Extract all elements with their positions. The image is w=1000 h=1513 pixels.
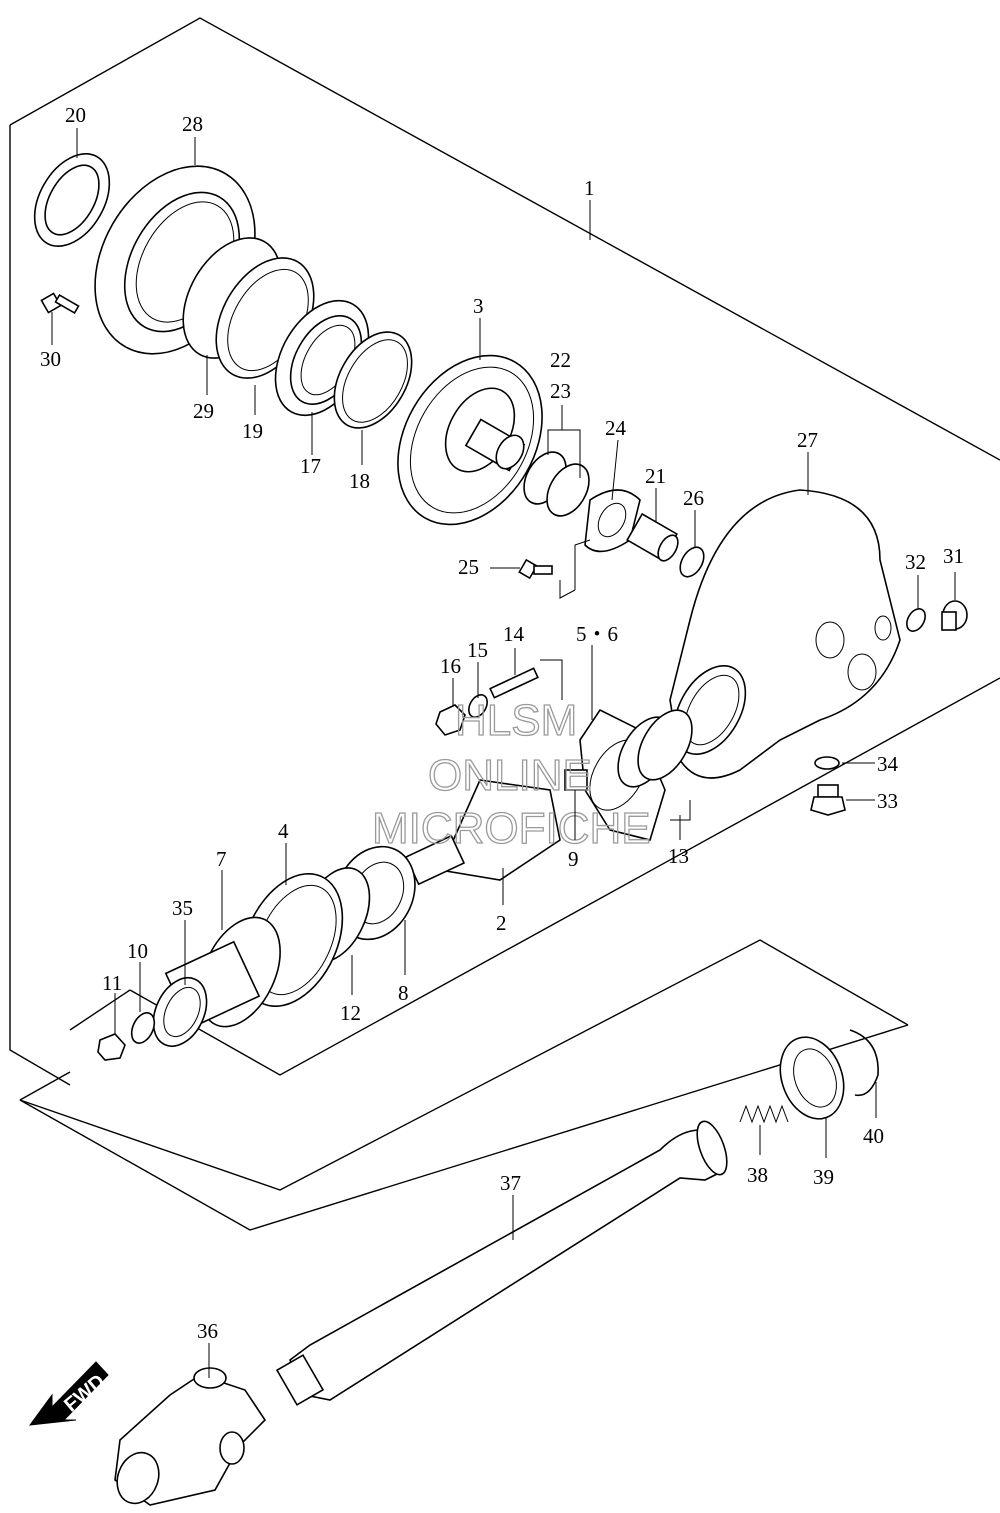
callout-18: 18 xyxy=(349,469,370,493)
part-36-universal-joint xyxy=(114,1367,267,1506)
part-15-washer xyxy=(468,694,488,718)
leader-25-24 xyxy=(559,580,576,599)
part-31-plug xyxy=(941,600,968,631)
assembly-outline-lower xyxy=(19,939,909,1231)
part-23-shim xyxy=(546,463,590,517)
part-2-pinion-gear xyxy=(404,769,588,886)
watermark-line-1: HLSM xyxy=(455,696,577,745)
callout-28: 28 xyxy=(182,112,203,136)
callout-17: 17 xyxy=(300,454,321,478)
part-32-washer xyxy=(906,608,926,632)
callout-19: 19 xyxy=(242,419,263,443)
callout-13: 13 xyxy=(668,844,689,868)
callout-3: 3 xyxy=(473,294,484,318)
callout-8: 8 xyxy=(398,981,409,1005)
callout-5-6: 5・6 xyxy=(576,622,618,646)
callout-1: 1 xyxy=(584,176,595,200)
callout-37: 37 xyxy=(500,1171,521,1195)
part-3-ring-gear xyxy=(397,354,543,526)
part-40-circlip xyxy=(849,1029,879,1097)
callout-16: 16 xyxy=(440,654,461,678)
leader-lines xyxy=(51,128,956,1378)
callout-40: 40 xyxy=(863,1124,884,1148)
callout-38: 38 xyxy=(747,1163,768,1187)
watermark-line-3: MICROFICHE xyxy=(372,804,651,853)
part-35-coupling xyxy=(152,940,261,1047)
callout-33: 33 xyxy=(877,789,898,813)
callout-12: 12 xyxy=(340,1001,361,1025)
callout-36: 36 xyxy=(197,1319,218,1343)
fwd-arrow-icon: FWD xyxy=(28,1361,109,1426)
callout-2: 2 xyxy=(496,911,507,935)
callout-10: 10 xyxy=(127,939,148,963)
callout-32: 32 xyxy=(905,550,926,574)
callout-34: 34 xyxy=(877,752,899,776)
part-25-bolt xyxy=(518,558,553,580)
callout-27: 27 xyxy=(797,428,818,452)
part-26-washer xyxy=(679,546,705,578)
callout-39: 39 xyxy=(813,1165,834,1189)
callout-29: 29 xyxy=(193,399,214,423)
callout-11: 11 xyxy=(102,971,122,995)
callout-24: 24 xyxy=(605,416,627,440)
callout-35: 35 xyxy=(172,896,193,920)
watermark-line-2: ONLINE xyxy=(428,751,592,800)
callout-23: 23 xyxy=(550,379,571,403)
part-37-drive-shaft xyxy=(275,1120,728,1406)
callout-7: 7 xyxy=(216,847,227,871)
part-18-ring xyxy=(333,331,413,429)
part-30-bolt xyxy=(40,292,80,315)
part-10-washer xyxy=(130,1012,156,1044)
callout-labels: 20 28 1 30 3 22 23 24 27 29 19 17 18 21 … xyxy=(40,103,964,1343)
part-39-collar xyxy=(779,1036,845,1120)
callout-25: 25 xyxy=(458,555,479,579)
callout-26: 26 xyxy=(683,486,704,510)
part-33-plug xyxy=(810,784,846,816)
part-21-needle-bearing xyxy=(626,512,679,562)
callout-30: 30 xyxy=(40,347,61,371)
part-38-spring xyxy=(739,1104,789,1124)
callout-15: 15 xyxy=(467,638,488,662)
callout-20: 20 xyxy=(65,103,86,127)
callout-9: 9 xyxy=(568,847,579,871)
callout-31: 31 xyxy=(943,544,964,568)
callout-14: 14 xyxy=(503,622,525,646)
callout-4: 4 xyxy=(278,819,289,843)
part-27-final-gear-case xyxy=(669,489,901,779)
part-20-oil-seal xyxy=(33,153,111,247)
part-14-stud xyxy=(489,667,539,699)
callout-22: 22 xyxy=(550,348,571,372)
leader-25-retainer xyxy=(574,539,591,590)
callout-21: 21 xyxy=(645,464,666,488)
part-13-rings xyxy=(617,709,693,788)
watermark: HLSM ONLINE MICROFICHE xyxy=(371,695,651,853)
part-11-nut xyxy=(97,1033,126,1061)
part-34-washer xyxy=(814,756,840,770)
part-16-nut xyxy=(435,704,466,736)
